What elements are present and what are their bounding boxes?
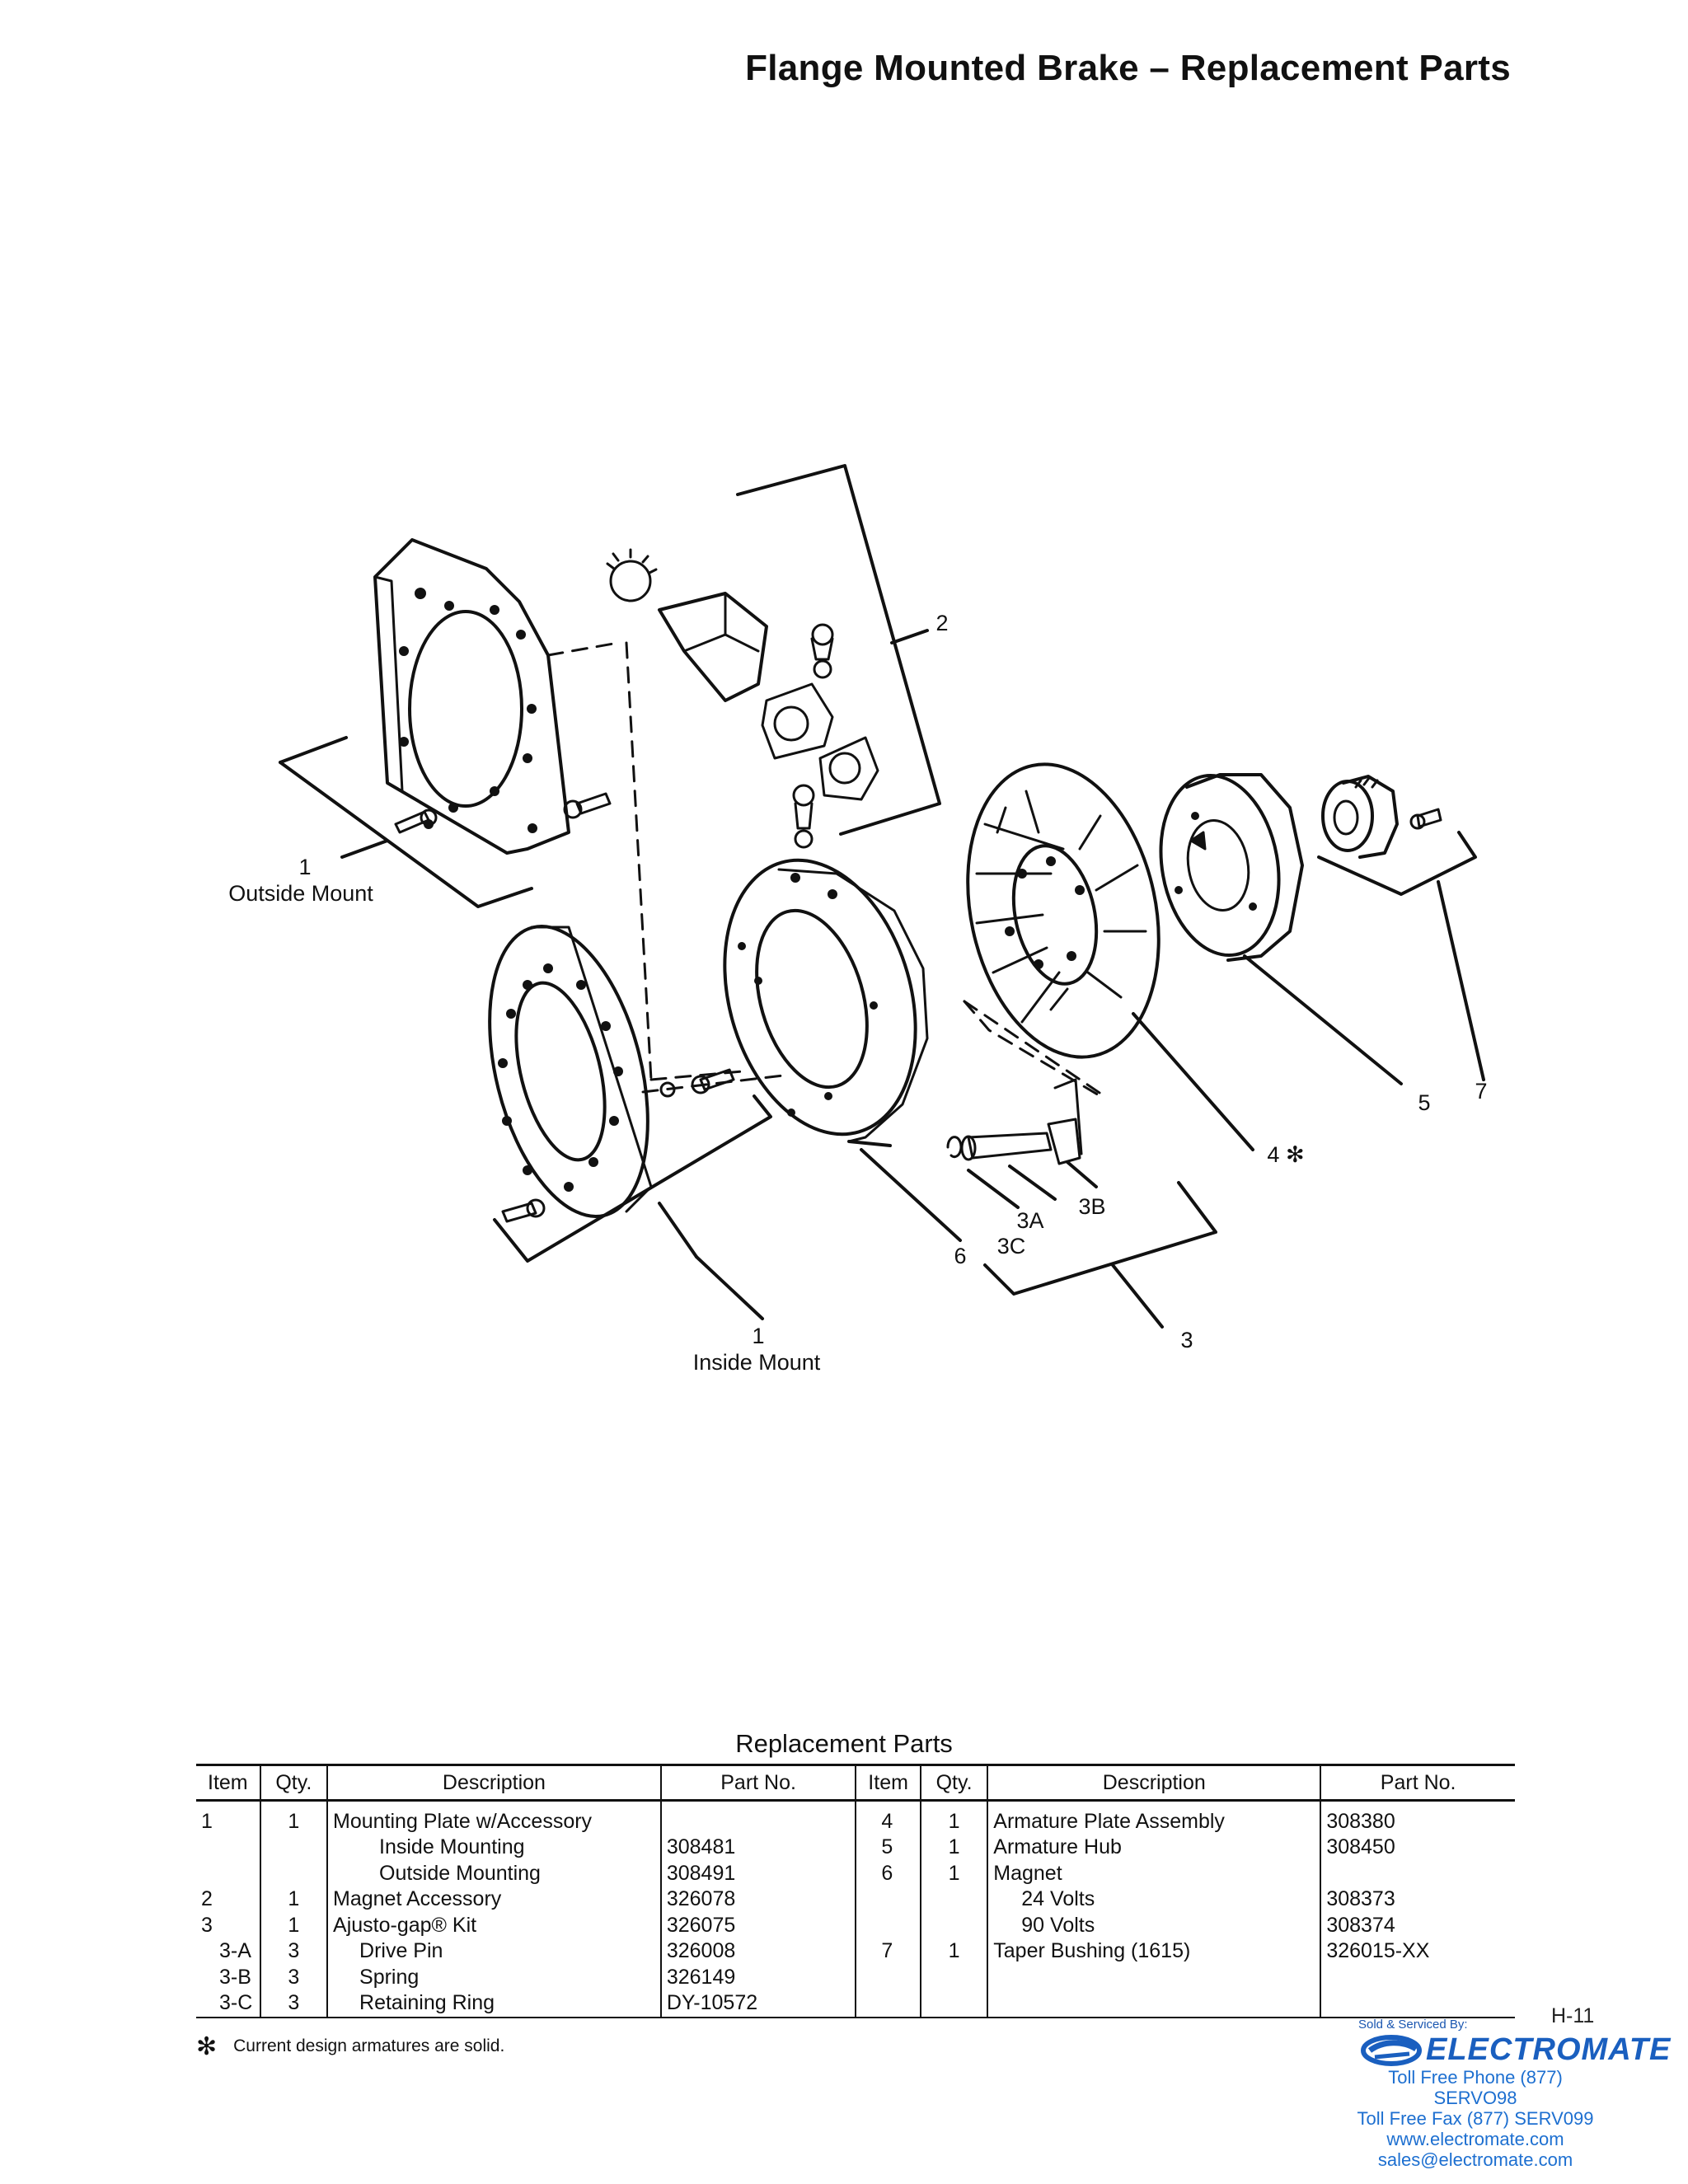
callout-7: 7	[1475, 1079, 1488, 1104]
callout-3c: 3C	[996, 1234, 1026, 1258]
table-row: 1 1 Mounting Plate w/Accessory 4 1 Armat…	[196, 1808, 1515, 1835]
callout-2: 2	[935, 611, 949, 635]
footnote: ✻ Current design armatures are solid.	[196, 2032, 504, 2061]
header-qty-right: Qty.	[919, 1764, 988, 1802]
outside-mount-bracket	[279, 736, 533, 908]
vendor-contact: Toll Free Phone (877) SERVO98 Toll Free …	[1352, 2067, 1599, 2170]
callout-3b: 3B	[1078, 1194, 1106, 1219]
header-description-right: Description	[987, 1764, 1321, 1802]
vendor-fax: Toll Free Fax (877) SERV099	[1357, 2108, 1594, 2129]
callout-4: 4 ✻	[1267, 1142, 1305, 1167]
callout-1-outside-label: Outside Mount	[228, 881, 373, 906]
exploded-parts-diagram	[279, 464, 1485, 1329]
page-number: H-11	[1551, 2004, 1595, 2027]
electromate-logo: ELECTROMATE	[1358, 2029, 1670, 2070]
magnet-ring	[723, 858, 929, 1147]
outside-mounting-plate	[373, 538, 570, 855]
electromate-logo-icon	[1361, 2035, 1422, 2066]
replacement-parts-table: Item Qty. Description Part No. Item Qty.…	[196, 1764, 1515, 2018]
header-part-no: Part No.	[659, 1764, 856, 1802]
leader-4	[1132, 1012, 1254, 1151]
alignment-lines	[546, 641, 1106, 1098]
kit-bracket	[983, 1181, 1217, 1329]
callout-6: 6	[954, 1244, 967, 1268]
table-row: 3-B 3 Spring 326149	[196, 1964, 1515, 1990]
armature-plate	[966, 762, 1160, 1059]
inside-mount-bracket	[493, 1094, 772, 1320]
brand-name: ELECTROMATE	[1426, 2032, 1672, 2067]
table-row: Inside Mounting 308481 5 1 Armature Hub …	[196, 1835, 1515, 1861]
kit-leaders	[967, 1160, 1098, 1209]
inside-mounting-plate	[488, 925, 653, 1218]
table-header-row: Item Qty. Description Part No. Item Qty.…	[196, 1764, 1515, 1802]
adjusto-gap-kit	[946, 1000, 1102, 1165]
callout-5: 5	[1418, 1090, 1431, 1115]
table-row: 3-C 3 Retaining Ring DY-10572	[196, 1990, 1515, 2018]
vendor-email-link[interactable]: sales@electromate.com	[1377, 2149, 1573, 2170]
taper-bushing	[1321, 775, 1442, 859]
table-title: Replacement Parts	[735, 1729, 953, 1758]
magnet-accessory	[606, 548, 879, 849]
table-row	[196, 1800, 1515, 1809]
magnet-accessory-bracket	[736, 464, 941, 836]
footnote-text: Current design armatures are solid.	[233, 2036, 505, 2055]
inside-plate-screws	[501, 1068, 735, 1223]
vendor-phone: Toll Free Phone (877) SERVO98	[1388, 2067, 1563, 2108]
vendor-website-link[interactable]: www.electromate.com	[1386, 2129, 1564, 2149]
table-row: 2 1 Magnet Accessory 326078 24 Volts 308…	[196, 1886, 1515, 1913]
callout-1-inside-number: 1	[752, 1324, 765, 1348]
callout-3a: 3A	[1016, 1208, 1044, 1233]
header-item: Item	[196, 1764, 260, 1802]
header-part-no-right: Part No.	[1320, 1764, 1515, 1802]
page-title: Flange Mounted Brake – Replacement Parts	[745, 48, 1511, 88]
header-item-right: Item	[855, 1764, 921, 1802]
table-row: 3 1 Ajusto-gap® Kit 326075 90 Volts 3083…	[196, 1912, 1515, 1938]
leader-6	[860, 1148, 962, 1242]
header-description: Description	[326, 1764, 661, 1802]
callout-1-outside-number: 1	[298, 855, 312, 879]
table-row: 3-A 3 Drive Pin 326008 7 1 Taper Bushing…	[196, 1938, 1515, 1965]
taper-bushing-bracket	[1317, 831, 1485, 1081]
footnote-symbol: ✻	[196, 2033, 218, 2060]
table-row: Outside Mounting 308491 6 1 Magnet	[196, 1860, 1515, 1886]
armature-hub	[1159, 773, 1304, 962]
leader-5	[1243, 954, 1403, 1085]
outside-plate-screws	[394, 792, 612, 834]
sold-by-label: Sold & Serviced By:	[1358, 2018, 1468, 2032]
callout-3: 3	[1180, 1328, 1193, 1352]
callout-1-inside-label: Inside Mount	[692, 1350, 821, 1375]
header-qty: Qty.	[259, 1764, 328, 1802]
